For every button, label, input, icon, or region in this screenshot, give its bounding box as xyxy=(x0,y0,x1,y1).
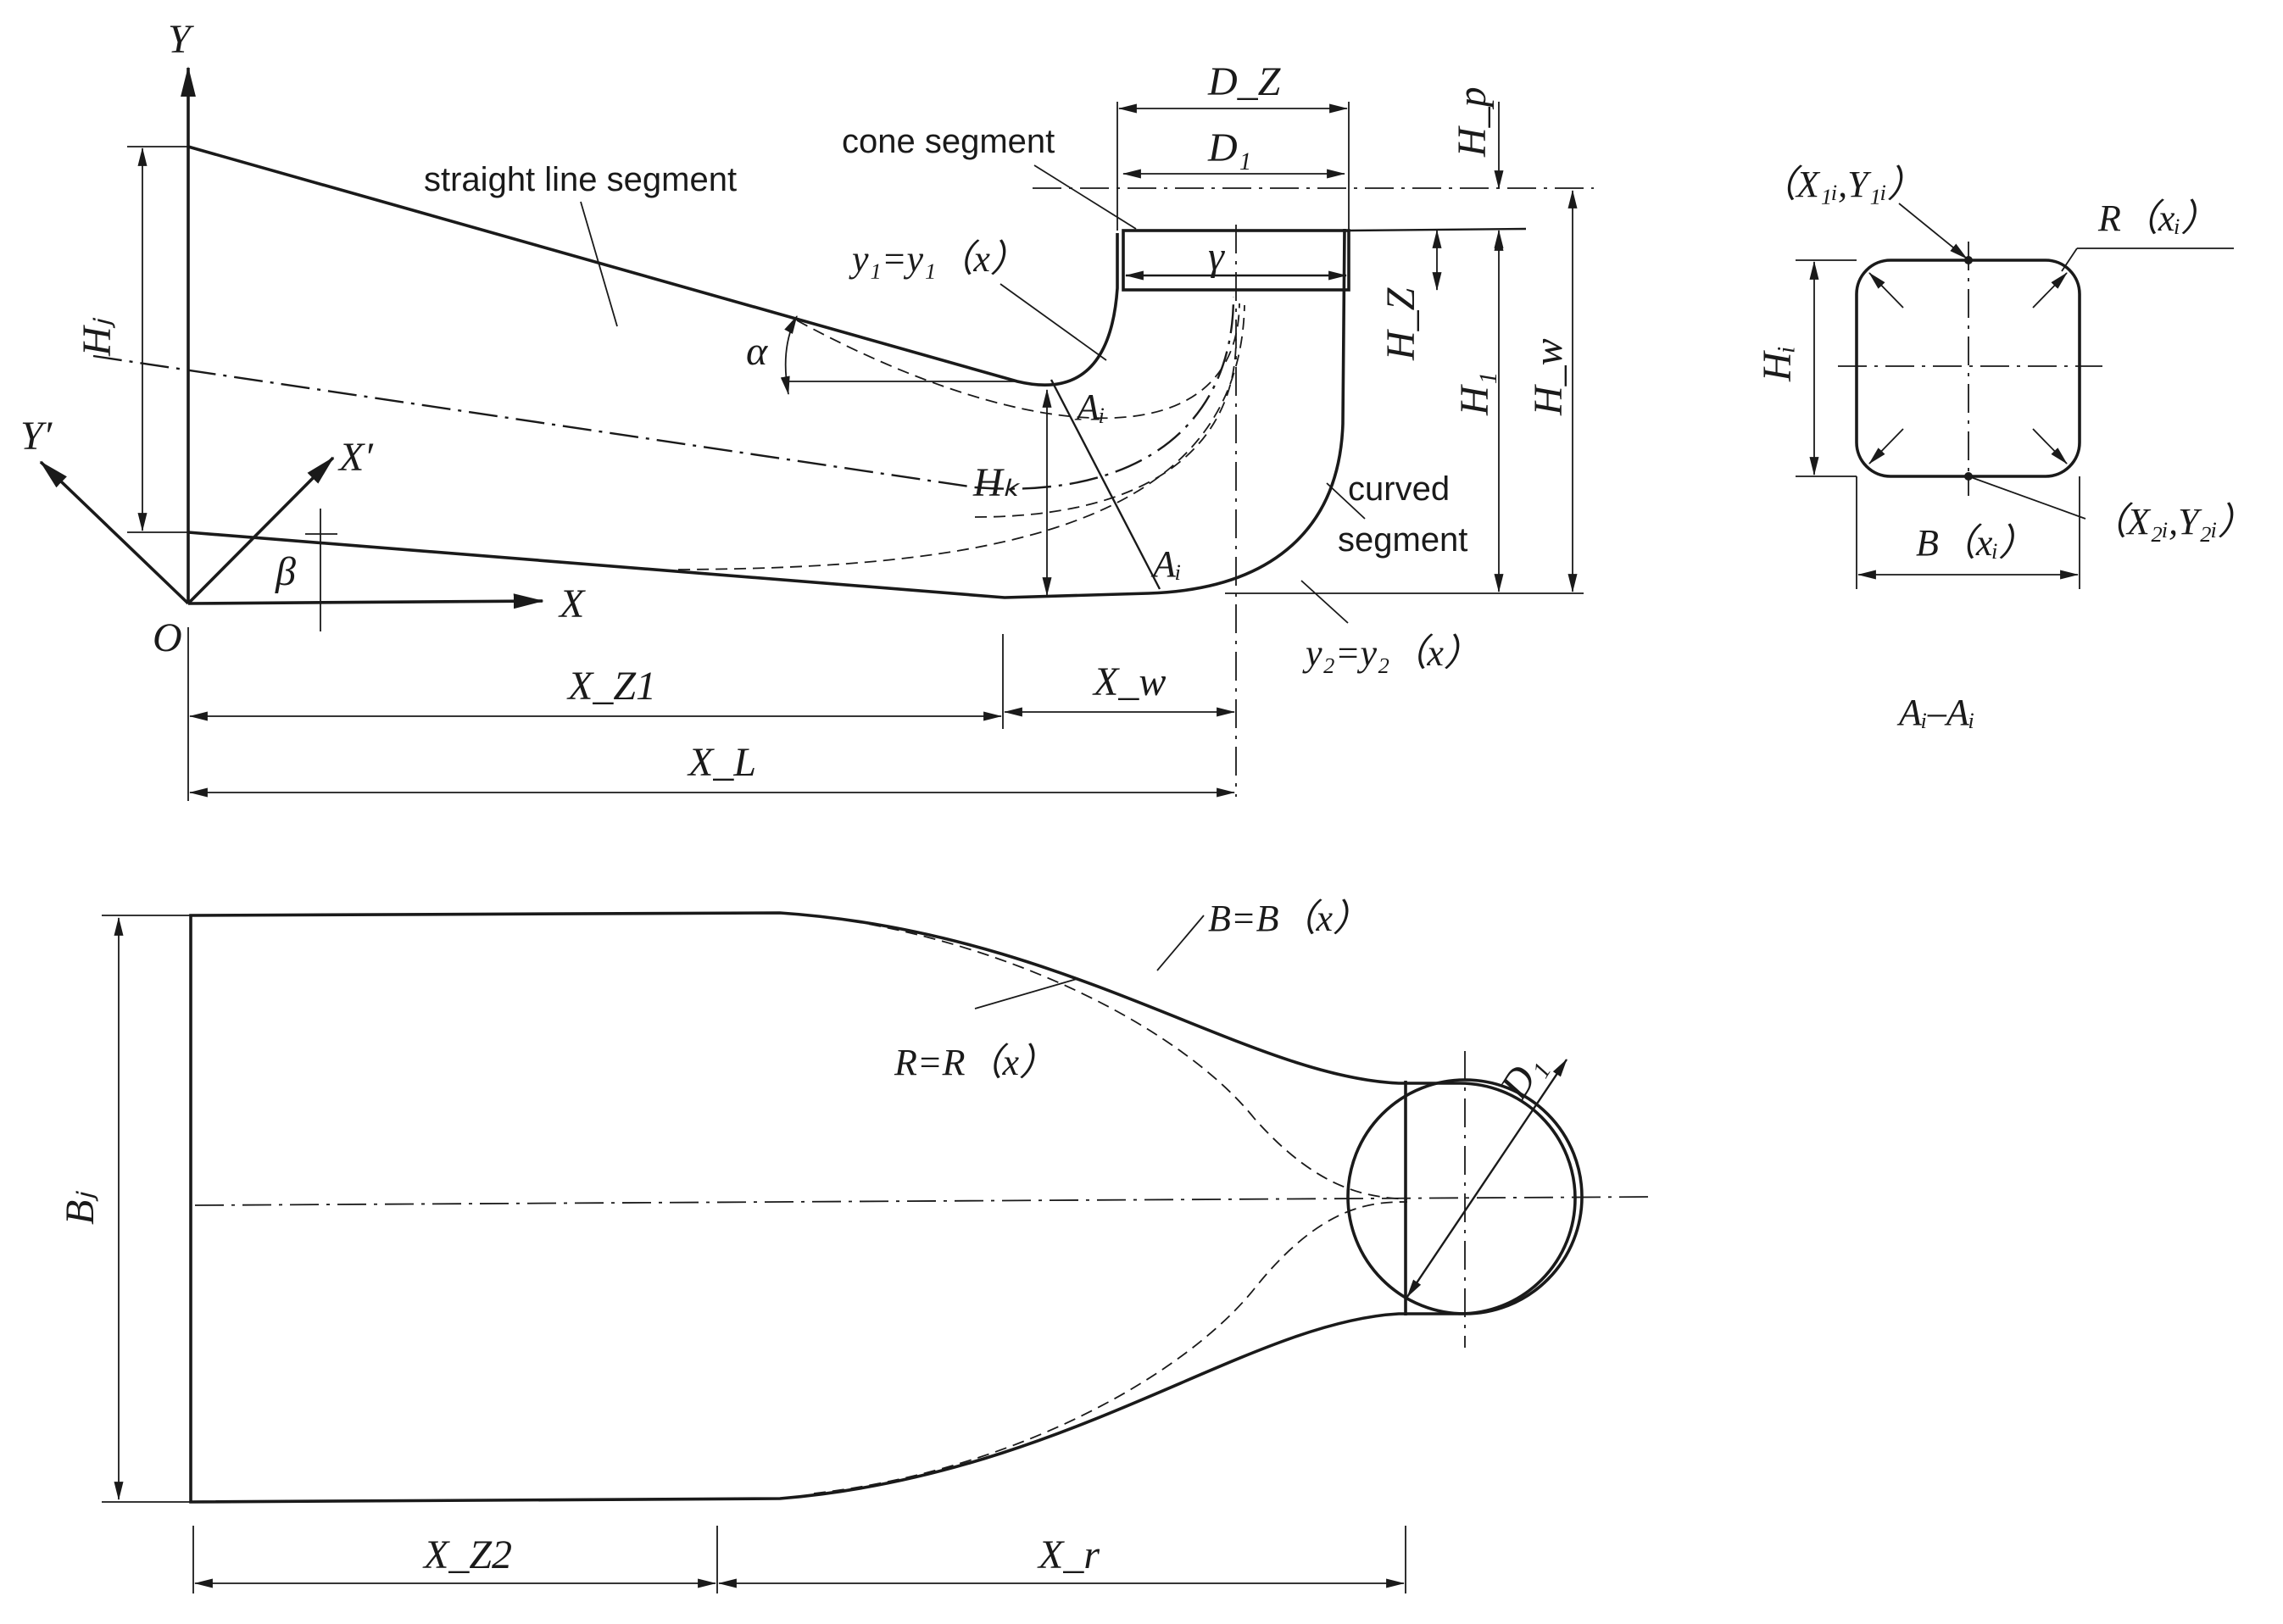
dashed-curve-lower xyxy=(677,304,1245,570)
plan-dashed-lower xyxy=(813,1201,1408,1494)
plan-centerline xyxy=(194,1196,1654,1206)
leader-curved-segment xyxy=(1326,482,1366,520)
plan-view: B=B（x） R=R（x） D₁ Bⱼ X_Z2 X_r xyxy=(58,898,1654,1593)
alpha-arc xyxy=(780,315,798,396)
plan-dashed-upper xyxy=(813,915,1408,1200)
dashed-curve-upper xyxy=(796,303,1240,420)
top-profile-line xyxy=(187,145,1119,387)
label-origin: O xyxy=(153,615,182,660)
label-d1-top: D₁ xyxy=(1207,125,1251,170)
label-cone-segment: cone segment xyxy=(842,123,1055,160)
label-bxi: B（xᵢ） xyxy=(1916,522,2035,564)
leader-straight-segment xyxy=(580,201,618,327)
label-axis-x: X xyxy=(558,581,586,626)
elevation-centerline-bend xyxy=(974,296,1235,490)
label-alpha: α xyxy=(746,329,768,374)
section-cut-line xyxy=(1050,379,1161,590)
leader-y1 xyxy=(1000,283,1107,361)
label-hp: H_p xyxy=(1450,86,1495,158)
elevation-centerline xyxy=(92,354,976,489)
x-axis xyxy=(187,593,544,609)
y-prime-axis xyxy=(39,460,190,605)
label-h1: H₁ xyxy=(1452,372,1497,416)
leader-y2 xyxy=(1300,580,1349,624)
label-dz: D_Z xyxy=(1207,59,1282,104)
label-section-upper: Aᵢ xyxy=(1074,387,1105,428)
x-prime-axis xyxy=(187,456,335,605)
label-hi: Hᵢ xyxy=(1755,346,1800,382)
label-axis-y: Y xyxy=(168,17,194,62)
label-d1-plan: D₁ xyxy=(1491,1046,1553,1107)
plan-d1-diameter xyxy=(1406,1059,1567,1298)
label-xz2: X_Z2 xyxy=(422,1532,512,1577)
label-section-lower: Aᵢ xyxy=(1150,543,1182,585)
label-curved-segment-2: segment xyxy=(1338,521,1467,559)
label-bj: Bⱼ xyxy=(58,1191,103,1225)
label-y2-curve: y₂=y₂（x） xyxy=(1302,632,1481,674)
label-x2y2: （X₂ᵢ,Y₂ᵢ） xyxy=(2090,501,2255,542)
label-curved-segment-1: curved xyxy=(1348,470,1450,508)
label-hz: H_Z xyxy=(1378,286,1423,361)
section-view: （X₁ᵢ,Y₁ᵢ） R（xᵢ） （X₂ᵢ,Y₂ᵢ） B（xᵢ） Hᵢ Aᵢ–Aᵢ xyxy=(1755,164,2255,733)
label-hw: H_w xyxy=(1526,338,1571,416)
label-xw: X_w xyxy=(1092,659,1166,704)
label-bx: B=B（x） xyxy=(1208,898,1370,939)
label-xr: X_r xyxy=(1037,1532,1100,1577)
label-hk: Hₖ xyxy=(972,460,1021,505)
label-x1y1: （X₁ᵢ,Y₁ᵢ） xyxy=(1759,164,1924,205)
label-xz1: X_Z1 xyxy=(566,664,656,709)
leader-cone-segment xyxy=(1033,164,1137,230)
label-gamma: γ xyxy=(1208,234,1225,279)
bottom-profile-line xyxy=(187,228,1346,599)
label-axis-x-prime: X′ xyxy=(337,435,374,480)
elevation-view: Y X Y′ X′ O α β γ straight line segment … xyxy=(20,17,1594,801)
label-rx: R=R（x） xyxy=(894,1042,1056,1083)
label-y1-curve: y₁=y₁（x） xyxy=(849,238,1027,280)
label-straight-line-segment: straight line segment xyxy=(424,161,737,198)
plan-outline xyxy=(189,911,1577,1504)
label-beta: β xyxy=(275,549,296,594)
label-axis-y-prime: Y′ xyxy=(20,414,53,459)
label-hj: Hⱼ xyxy=(75,317,120,357)
label-xl: X_L xyxy=(687,740,756,785)
cone-top-extension xyxy=(1348,227,1527,232)
label-section-title: Aᵢ–Aᵢ xyxy=(1896,692,1975,733)
label-rxi: R（xᵢ） xyxy=(2097,197,2218,239)
